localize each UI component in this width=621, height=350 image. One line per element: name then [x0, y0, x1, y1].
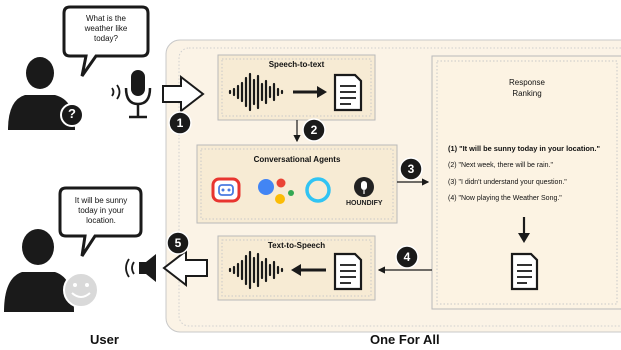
response-item-1: (1) "It will be sunny today in your loca… — [448, 144, 600, 153]
speech-bubble-question — [62, 5, 150, 77]
output-arrow-icon — [162, 248, 208, 288]
user-silhouette-upper — [8, 57, 75, 130]
question-bubble-text: What is the weather like today? — [84, 14, 128, 43]
cortana-icon — [211, 177, 241, 203]
document-icon-ranking — [510, 252, 539, 291]
step-circle-2 — [302, 118, 326, 142]
google-assistant-icon — [258, 178, 294, 204]
footer-user-label: User — [90, 332, 119, 347]
response-item-3: (3) "I didn't understand your question." — [448, 179, 567, 186]
agents-title: Conversational Agents — [253, 155, 341, 164]
houndify-label: HOUNDIFY — [346, 200, 383, 207]
question-mark-icon — [60, 103, 84, 127]
step-circle-3 — [399, 157, 423, 181]
speech-bubble-answer — [58, 186, 143, 257]
alexa-icon — [305, 177, 331, 203]
ranking-title-line1: Response — [508, 78, 546, 87]
answer-bubble-text: It will be sunny today in your location. — [74, 196, 128, 225]
step-label-5: 5 — [174, 236, 182, 250]
step-label-1: 1 — [176, 116, 184, 130]
speaker-waves-icon — [125, 258, 135, 278]
footer-system-label: One For All — [370, 332, 440, 347]
question-mark-text: ? — [68, 106, 76, 121]
step-circle-1 — [168, 111, 192, 135]
input-arrow-icon — [162, 74, 205, 114]
waveform-icon-tts — [228, 250, 284, 290]
document-icon-tts — [333, 252, 363, 291]
smiley-face-icon — [63, 272, 99, 308]
step-label-4: 4 — [403, 250, 411, 264]
sound-waves-icon — [111, 84, 121, 100]
stt-title: Speech-to-text — [268, 60, 325, 69]
document-icon-stt — [333, 73, 363, 112]
step-label-3: 3 — [407, 162, 415, 176]
step-label-2: 2 — [310, 123, 318, 137]
step-circle-5 — [166, 231, 190, 255]
step-circle-4 — [395, 245, 419, 269]
response-item-2: (2) "Next week, there will be rain." — [448, 162, 553, 169]
user-silhouette-lower — [4, 229, 74, 312]
microphone-icon — [124, 70, 152, 119]
speaker-icon — [139, 254, 156, 282]
response-item-4: (4) "Now playing the Weather Song." — [448, 195, 562, 202]
houndify-icon — [354, 177, 374, 197]
ranking-title-line2: Ranking — [512, 89, 542, 98]
tts-title: Text-to-Speech — [267, 241, 326, 250]
waveform-icon-stt — [228, 72, 284, 112]
